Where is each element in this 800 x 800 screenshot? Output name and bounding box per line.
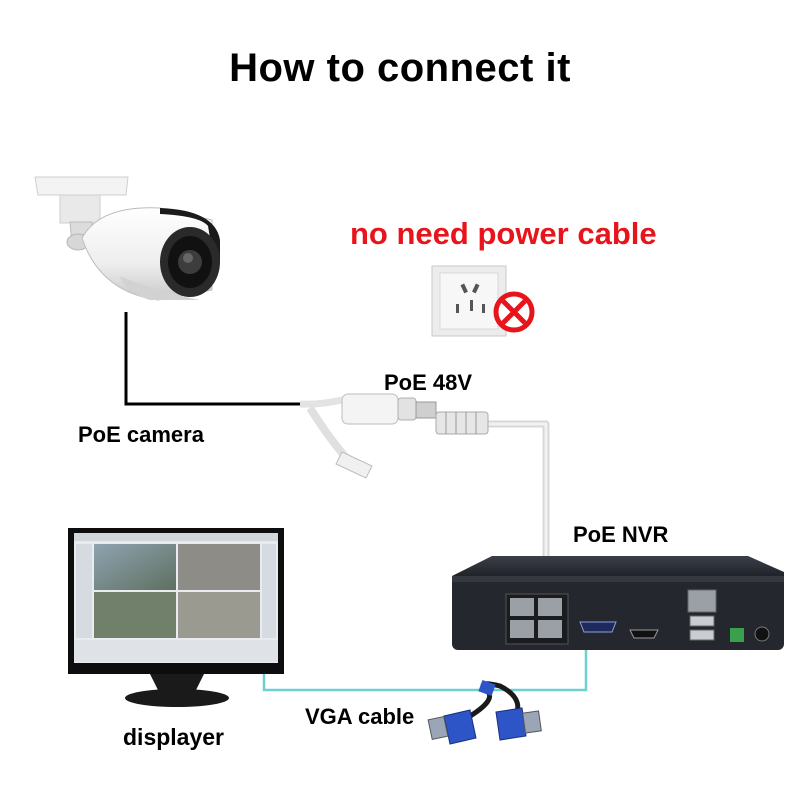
prohibited-icon	[493, 291, 535, 333]
vga-connector-icon	[427, 679, 542, 745]
poe-48v-label: PoE 48V	[384, 370, 473, 395]
displayer-label: displayer	[123, 724, 224, 750]
poe-splitter-icon	[299, 393, 437, 479]
bullet-camera-icon	[34, 176, 220, 301]
vga-cable-label: VGA cable	[305, 704, 415, 729]
camera-cable	[124, 312, 300, 406]
wall-socket-icon	[431, 265, 507, 337]
poe-camera-label: PoE camera	[78, 422, 204, 447]
nvr-device-icon	[452, 556, 784, 650]
rj45-connector-icon	[435, 411, 489, 435]
poe-nvr-label: PoE NVR	[573, 522, 669, 547]
page-title: How to connect it	[229, 46, 571, 90]
no-power-cable-warning: no need power cable	[350, 216, 657, 251]
monitor-icon	[68, 528, 284, 707]
network-cable	[488, 420, 550, 575]
